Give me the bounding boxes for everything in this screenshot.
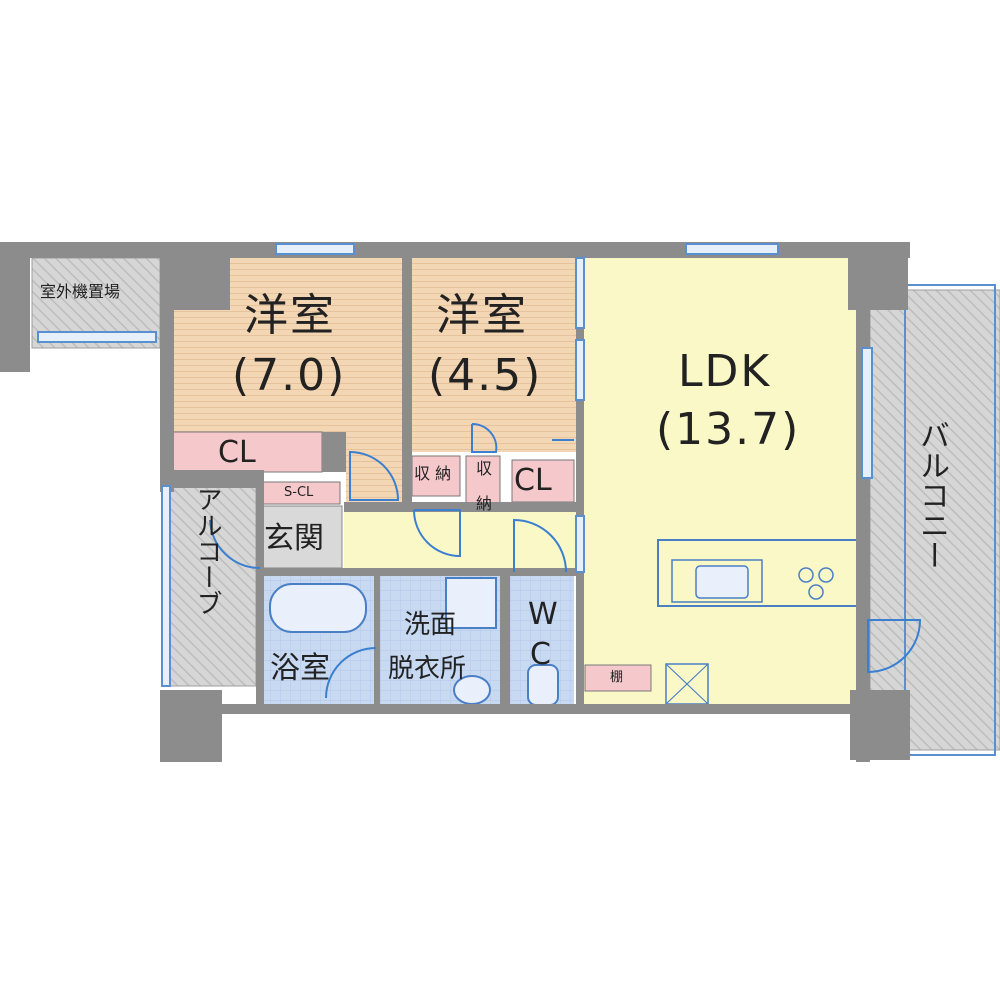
- closet-2-label: CL: [514, 463, 552, 498]
- balcony-railing: [904, 284, 996, 756]
- ldk-size: (13.7): [656, 404, 801, 455]
- closet-1-label: CL: [218, 435, 256, 470]
- doors: [209, 422, 922, 699]
- closet-2: [511, 459, 575, 503]
- western-room-7-name: 洋室: [244, 290, 336, 341]
- storage-2: [465, 455, 501, 505]
- wc-label-w: W: [528, 597, 558, 632]
- wc-label-c: C: [530, 637, 551, 672]
- alcove-label: アルコーブ: [192, 486, 222, 616]
- western-room-4-5-name: 洋室: [436, 290, 528, 341]
- western-room-4-5: [412, 256, 576, 452]
- outdoor-unit-label: 室外機置場: [40, 282, 121, 301]
- storage-2-label: 収 納: [473, 460, 492, 511]
- storage-1: [411, 455, 461, 497]
- alcove-area: [167, 485, 257, 687]
- storage-1-label: 収 納: [414, 464, 452, 483]
- balcony-label: バルコニー: [914, 420, 949, 570]
- balcony-area: [869, 289, 1000, 751]
- washroom-label-2: 脱衣所: [388, 654, 467, 684]
- ldk-name: LDK: [678, 346, 772, 397]
- shelf: [584, 664, 652, 692]
- shelf-label: 棚: [610, 670, 624, 685]
- bath-label: 浴室: [270, 651, 330, 686]
- western-room-7-size: (7.0): [232, 350, 347, 401]
- windows: [37, 243, 873, 687]
- entrance-area: [261, 505, 343, 569]
- entrance-label: 玄関: [264, 521, 324, 556]
- western-room-4-5-size: (4.5): [428, 350, 543, 401]
- ldk-room: [582, 256, 862, 706]
- washroom-label-1: 洗面: [404, 610, 457, 640]
- s-closet-label: S-CL: [284, 485, 314, 500]
